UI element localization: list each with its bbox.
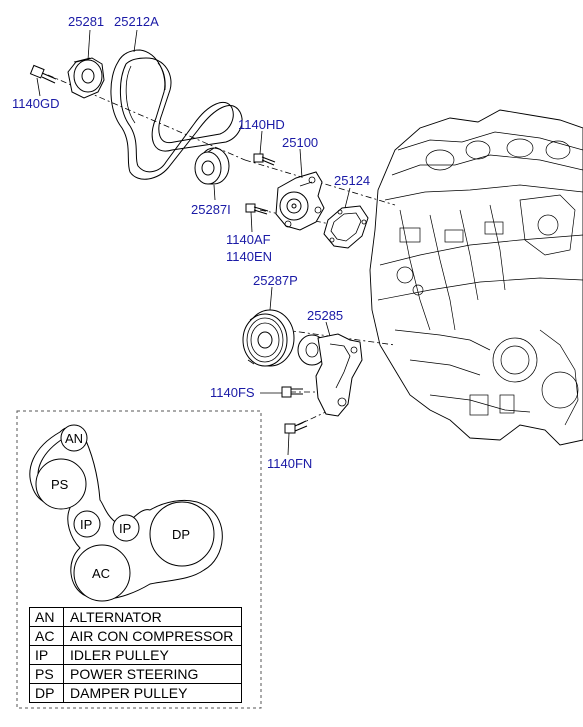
legend-row: DP DAMPER PULLEY [29,683,242,703]
part-number-labels: 25281 25212A 1140GD 1140HD 25100 25124 2… [12,14,370,471]
bolt-1140hd[interactable] [253,153,276,166]
drive-belt-25212a[interactable] [110,49,243,180]
legend-row: AN ALTERNATOR [29,607,242,627]
pulley-label-ip-left: IP [80,517,92,532]
legend-code: DP [29,683,64,703]
label-25281[interactable]: 25281 [68,14,104,29]
label-1140fn[interactable]: 1140FN [267,456,312,471]
belt-routing-inset-frame [16,410,262,709]
label-25100[interactable]: 25100 [282,135,318,150]
legend-code: PS [29,664,64,684]
bolt-1140fs[interactable] [281,386,303,398]
label-25287i[interactable]: 25287I [191,202,231,217]
legend-description: ALTERNATOR [63,607,242,627]
label-25285[interactable]: 25285 [307,308,343,323]
leader-lines [36,29,351,456]
routing-pulleys: AN PS IP IP DP AC [35,424,215,602]
idler-pulley-25287i[interactable] [194,147,230,185]
pulley-ac [73,544,131,602]
legend-code: AN [29,607,64,627]
pulley-legend-table: AN ALTERNATOR AC AIR CON COMPRESSOR IP I… [29,607,242,703]
bolt-1140af[interactable] [245,203,269,215]
label-25124[interactable]: 25124 [334,173,370,188]
pulley-label-ac: AC [92,566,110,581]
tensioner-25281[interactable] [67,57,105,99]
pulley-label-ip-right: IP [119,521,131,536]
label-1140hd[interactable]: 1140HD [238,117,285,132]
legend-description: DAMPER PULLEY [63,683,242,703]
engine-block-drawing [369,109,583,446]
label-25287p[interactable]: 25287P [253,273,298,288]
pulley-dp [149,501,215,567]
legend-row: AC AIR CON COMPRESSOR [29,626,242,646]
label-1140fs[interactable]: 1140FS [210,385,255,400]
legend-code: AC [29,626,64,646]
legend-row: PS POWER STEERING [29,664,242,684]
pulley-ps [35,458,87,510]
pulley-label-an: AN [65,431,83,446]
legend-description: POWER STEERING [63,664,242,684]
label-1140gd[interactable]: 1140GD [12,96,59,111]
bolt-1140fn[interactable] [284,420,308,434]
tensioner-bracket-25285[interactable] [297,333,363,417]
pulley-ip-left [73,510,101,538]
damper-pulley-25287p[interactable] [242,309,295,367]
pulley-an [60,424,88,452]
gasket-25124[interactable] [323,205,369,249]
legend-description: IDLER PULLEY [63,645,242,665]
legend-code: IP [29,645,64,665]
label-25212a[interactable]: 25212A [114,14,159,29]
bolt-1140gd[interactable] [29,64,57,84]
water-pump-25100[interactable] [275,171,325,231]
pulley-ip-right [112,514,140,542]
legend-description: AIR CON COMPRESSOR [63,626,242,646]
pulley-label-dp: DP [172,527,190,542]
label-1140en[interactable]: 1140EN [226,249,272,264]
pulley-label-ps: PS [51,477,69,492]
legend-row: IP IDLER PULLEY [29,645,242,665]
label-1140af[interactable]: 1140AF [226,232,271,247]
